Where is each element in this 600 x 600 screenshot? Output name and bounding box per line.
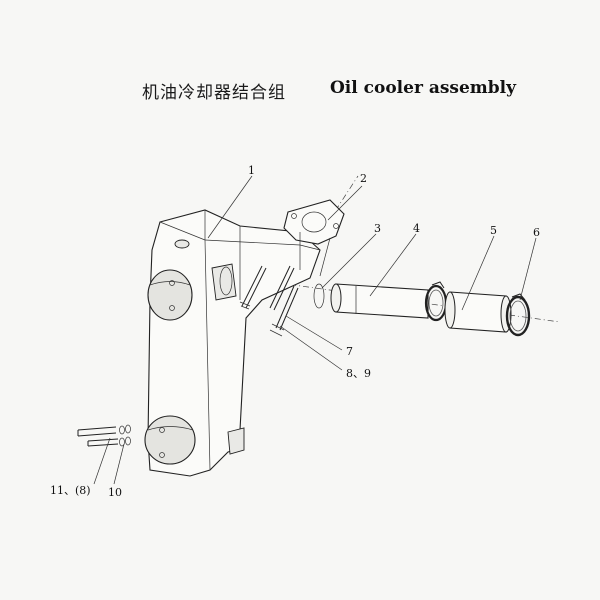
mounting-bolt — [269, 285, 299, 337]
flange-bolt-upper — [239, 265, 267, 310]
leader-10 — [113, 443, 125, 485]
o-ring-gasket — [313, 283, 325, 309]
callout-4: 4 — [413, 222, 420, 235]
leader-11 — [93, 437, 111, 485]
leader-1 — [207, 175, 253, 239]
connector-sleeve — [444, 291, 512, 333]
title-english: Oil cooler assembly — [330, 78, 517, 98]
end-cap-upper — [147, 269, 193, 321]
leader-7 — [285, 315, 343, 351]
end-cap-lower — [144, 415, 196, 465]
leader-3 — [321, 233, 377, 289]
callout-10: 10 — [108, 486, 122, 499]
bottom-bolt-upper — [77, 426, 117, 437]
bottom-washers — [119, 424, 131, 447]
callout-7: 7 — [346, 345, 353, 358]
hose-clamp-left — [424, 281, 448, 322]
hose-clamp-right — [505, 293, 531, 337]
callout-5: 5 — [490, 224, 497, 237]
leader-2 — [327, 185, 363, 221]
title-chinese: 机油冷却器结合组 — [142, 83, 286, 103]
callout-2: 2 — [360, 172, 367, 185]
callout-6: 6 — [533, 226, 540, 239]
leader-8-9 — [279, 325, 343, 371]
bottom-bolt-lower — [87, 438, 119, 447]
callout-1: 1 — [248, 164, 255, 177]
callout-3: 3 — [374, 222, 381, 235]
callout-8-9: 8、9 — [346, 367, 371, 380]
callout-11-8: 11、(8) — [50, 484, 91, 497]
flange-bolt-lower — [269, 265, 295, 311]
leader-4 — [369, 233, 417, 297]
leader-6 — [519, 237, 537, 301]
leader-5 — [461, 235, 495, 311]
outlet-flange — [283, 199, 345, 277]
hose-pipe — [330, 283, 429, 319]
